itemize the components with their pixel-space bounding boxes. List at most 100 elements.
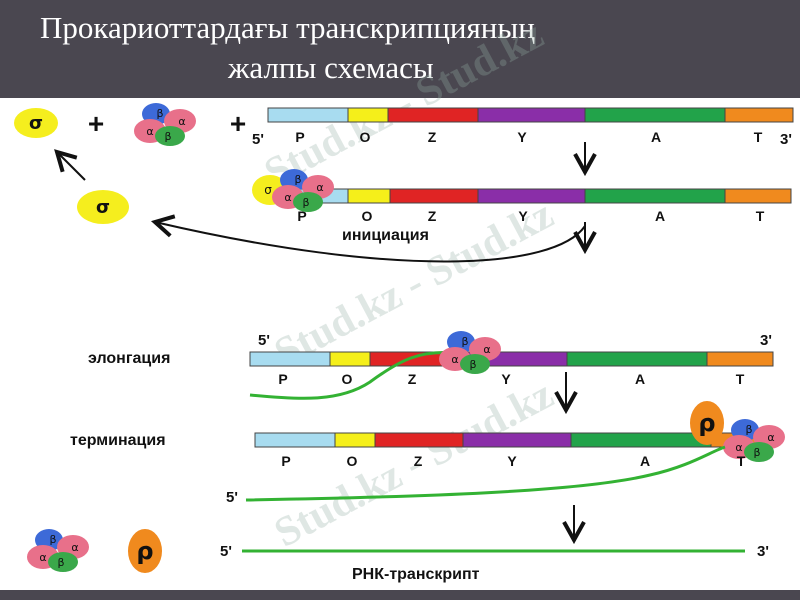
subunit-symbol: β <box>57 556 64 569</box>
gene-segment-T <box>724 107 794 123</box>
dna-3-prime-label: 3' <box>780 131 792 148</box>
gene-segment-A <box>566 351 708 367</box>
row3-gene-label-O: O <box>342 371 353 387</box>
gene-segment-Z <box>374 432 464 448</box>
subunit-symbol: β <box>294 173 301 186</box>
dna-3-prime-label: 3' <box>760 332 772 349</box>
gene-segment-O <box>334 432 376 448</box>
gene-segment-P <box>254 432 336 448</box>
gene-segment-T <box>724 188 792 204</box>
row1-gene-label-T: T <box>754 129 763 145</box>
row1-gene-label-A: A <box>651 129 661 145</box>
dna-5-prime-label: 5' <box>252 131 264 148</box>
row3-gene-label-Y: Y <box>501 371 511 387</box>
row3-gene-label-T: T <box>736 371 745 387</box>
footer-bar <box>0 590 800 600</box>
sigma-symbol: σ <box>29 113 43 134</box>
beta-subunit <box>155 126 185 146</box>
rho-symbol: ρ <box>698 409 715 437</box>
row2-gene-label-O: O <box>362 208 373 224</box>
beta-subunit <box>460 354 490 374</box>
release-arrow <box>57 152 86 181</box>
row1-gene-label-Y: Y <box>517 129 527 145</box>
sigma-symbol: σ <box>96 197 110 218</box>
rna-3-prime-label: 3' <box>757 543 769 560</box>
subunit-symbol: α <box>735 441 742 454</box>
rna-transcript-label: РНК-транскрипт <box>352 566 480 583</box>
beta-subunit <box>293 192 323 212</box>
rho-factor-icon <box>690 401 724 445</box>
recycle-arrow <box>155 222 586 263</box>
row4-gene-label-A: A <box>640 453 650 469</box>
row3-gene-label-Z: Z <box>408 371 417 387</box>
row4-gene-label-T: T <box>737 453 746 469</box>
subunit-symbol: α <box>284 191 291 204</box>
stage-termination-label: терминация <box>70 432 166 449</box>
beta-subunit <box>744 442 774 462</box>
dna-5-prime-label: 5' <box>258 332 270 349</box>
subunit-symbol: β <box>49 533 56 546</box>
gene-segment-P <box>249 351 331 367</box>
subunit-symbol: α <box>146 125 153 138</box>
row3-gene-label-A: A <box>635 371 645 387</box>
gene-segment-A <box>584 107 726 123</box>
sigma-symbol: σ <box>264 183 272 197</box>
subunit-symbol: α <box>451 353 458 366</box>
dna-strand-row1 <box>267 107 794 123</box>
rho-factor-free-icon <box>128 529 162 573</box>
subunit-symbol: α <box>71 541 78 554</box>
dna-strand-row2 <box>269 188 792 204</box>
subunit-symbol: β <box>156 107 163 120</box>
gene-segment-O <box>329 351 371 367</box>
dna-5-prime-label: 5' <box>226 489 238 506</box>
gene-segment-P <box>267 107 349 123</box>
row2-gene-label-Z: Z <box>428 208 437 224</box>
subunit-symbol: β <box>164 130 171 143</box>
gene-segment-Y <box>462 432 572 448</box>
nascent-rna <box>249 350 456 400</box>
row1-gene-label-Z: Z <box>428 129 437 145</box>
row4-gene-label-P: P <box>281 453 290 469</box>
row2-gene-label-A: A <box>655 208 665 224</box>
rho-symbol: ρ <box>136 537 153 565</box>
subunit-symbol: β <box>302 196 309 209</box>
subunit-symbol: β <box>469 358 476 371</box>
subunit-symbol: β <box>745 423 752 436</box>
gene-segment-Z <box>387 107 479 123</box>
row4-gene-label-Y: Y <box>507 453 517 469</box>
subunit-symbol: α <box>39 551 46 564</box>
subunit-symbol: α <box>767 431 774 444</box>
plus-sign: + <box>88 108 104 139</box>
beta-subunit <box>48 552 78 572</box>
gene-segment-A <box>570 432 712 448</box>
sigma-factor-released-icon <box>77 190 129 224</box>
row2-gene-label-P: P <box>297 208 306 224</box>
subunit-symbol: α <box>178 115 185 128</box>
dna-strand-row3 <box>249 351 774 367</box>
slide-title-line-2: жалпы схемасы <box>228 50 434 85</box>
gene-segment-Z <box>389 188 479 204</box>
stage-initiation-label: инициация <box>342 227 429 244</box>
subunit-symbol: α <box>483 343 490 356</box>
row2-gene-label-Y: Y <box>518 208 528 224</box>
gene-segment-A <box>584 188 726 204</box>
subunit-symbol: β <box>461 335 468 348</box>
gene-segment-O <box>347 188 391 204</box>
subunit-symbol: α <box>316 181 323 194</box>
row3-gene-label-P: P <box>278 371 287 387</box>
sigma-factor-icon <box>14 108 58 138</box>
gene-segment-Y <box>477 188 586 204</box>
dna-5-prime-label: 5' <box>220 543 232 560</box>
row1-gene-label-P: P <box>295 129 304 145</box>
rna-transcript-release <box>245 445 726 502</box>
plus-sign: + <box>230 108 246 139</box>
slide-title-line-1: Прокариоттардағы транскрипцияның <box>40 10 535 45</box>
stage-elongation-label: элонгация <box>88 350 171 367</box>
gene-segment-Y <box>477 107 586 123</box>
